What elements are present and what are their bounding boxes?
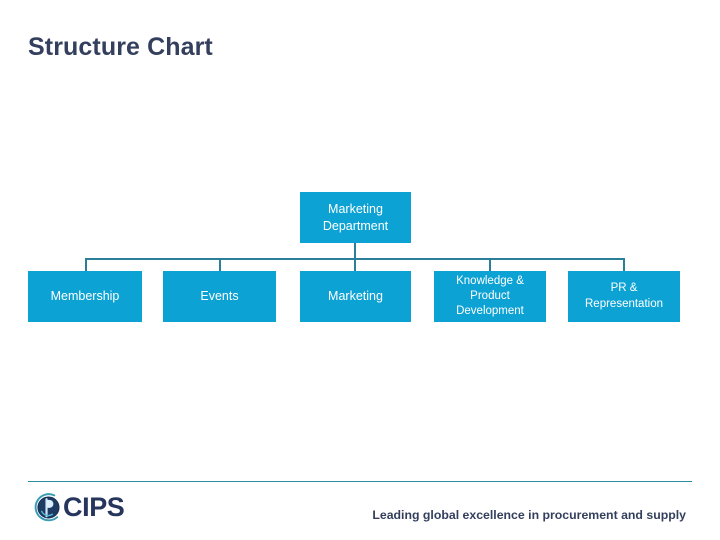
org-node-membership[interactable]: Membership (28, 271, 142, 322)
connector-drop-membership (85, 258, 87, 272)
connector-root-stem (354, 243, 356, 259)
org-node-label: Membership (50, 289, 120, 304)
org-node-label: Marketing Department (322, 202, 389, 233)
org-node-label: Marketing (328, 289, 383, 304)
org-node-events[interactable]: Events (163, 271, 276, 322)
org-node-label: Events (200, 289, 239, 304)
footer-divider (28, 481, 692, 482)
org-node-knowledge-product-development[interactable]: Knowledge & Product Development (434, 271, 546, 322)
org-node-pr-representation[interactable]: PR & Representation (568, 271, 680, 322)
org-node-marketing[interactable]: Marketing (300, 271, 411, 322)
connector-drop-events (219, 258, 221, 272)
org-node-label: PR & Representation (585, 282, 663, 310)
connector-drop-pr (623, 258, 625, 272)
cips-wordmark: CIPS (63, 491, 125, 522)
page-title: Structure Chart (28, 33, 213, 61)
cips-logo: CIPS (32, 490, 125, 524)
connector-drop-knowledge (489, 258, 491, 272)
org-node-label: Knowledge & Product Development (456, 274, 524, 318)
footer-tagline: Leading global excellence in procurement… (372, 508, 686, 522)
org-node-marketing-department[interactable]: Marketing Department (300, 192, 411, 243)
cips-globe-emblem-icon (34, 492, 60, 521)
connector-drop-marketing (354, 258, 356, 272)
